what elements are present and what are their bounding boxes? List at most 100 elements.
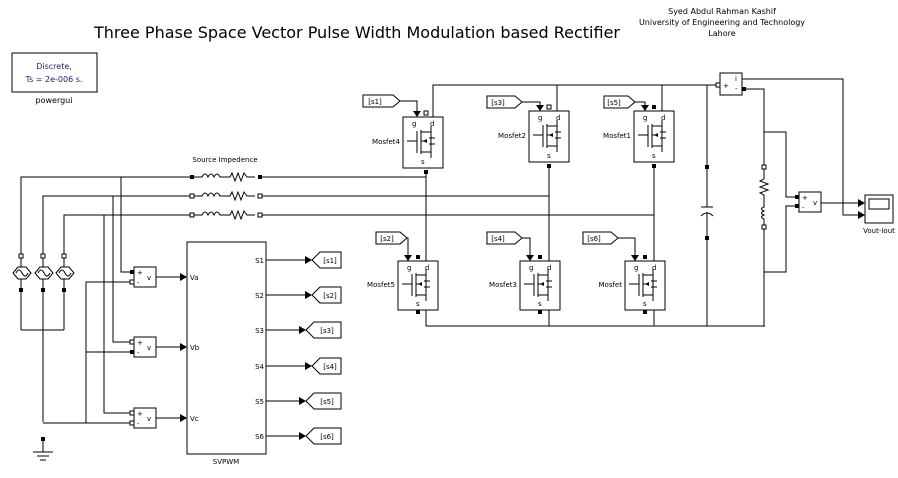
ac-source-c[interactable]	[55, 253, 75, 292]
gate-arrow	[404, 255, 412, 261]
source-impedance-b[interactable]	[189, 190, 263, 202]
svg-text:d: d	[425, 264, 429, 272]
svg-text:s: s	[416, 300, 420, 308]
source-impedance-c[interactable]	[189, 209, 263, 221]
mosfet1[interactable]: g d s	[633, 110, 675, 163]
svg-text:v: v	[813, 199, 817, 207]
svg-text:g: g	[407, 264, 411, 272]
svg-text:[s2]: [s2]	[323, 292, 337, 300]
svg-text:+: +	[723, 82, 729, 90]
dc-capacitor[interactable]	[700, 165, 714, 240]
mosfet2[interactable]: g d s	[528, 110, 570, 163]
svg-text:s: s	[421, 158, 425, 166]
dc-bus-wiring	[425, 84, 765, 327]
measurement-signals	[156, 273, 187, 422]
svg-text:s: s	[652, 152, 656, 160]
from-tag-mosfet4[interactable]: [s1]	[362, 94, 401, 108]
voltage-measurement-b[interactable]: + - v	[129, 336, 157, 358]
powergui-block[interactable]: Discrete, Ts = 2e-006 s.	[11, 52, 98, 93]
svg-text:s: s	[538, 300, 542, 308]
svg-text:+: +	[137, 410, 143, 418]
svpwm-label: SVPWM	[213, 458, 239, 466]
author-institution: University of Engineering and Technology	[639, 18, 805, 27]
svpwm-output-s1: S1	[255, 257, 264, 265]
goto-tag-s2[interactable]: [s2]	[311, 286, 342, 304]
svg-text:[s2]: [s2]	[380, 235, 394, 243]
vmeas-plus-wire	[764, 131, 795, 198]
svpwm-output-s4: S4	[255, 363, 264, 371]
svg-text:[s4]: [s4]	[491, 235, 505, 243]
svpwm-output-s2: S2	[255, 292, 264, 300]
mosfet1-label: Mosfet1	[603, 132, 631, 140]
svg-text:v: v	[147, 274, 151, 282]
from-tag-mosfet3[interactable]: [s4]	[486, 231, 523, 245]
goto-tag-s4[interactable]: [s4]	[311, 357, 342, 375]
mosfet[interactable]: g d s	[624, 260, 666, 311]
svg-text:-: -	[137, 279, 140, 287]
diagram-title: Three Phase Space Vector Pulse Width Mod…	[93, 23, 620, 42]
mosfet5[interactable]: g d s	[397, 260, 439, 311]
ac-source-b[interactable]	[34, 253, 54, 292]
svg-text:d: d	[556, 114, 560, 122]
load-feed-wire	[746, 88, 765, 165]
svpwm-input-va: Va	[190, 274, 199, 282]
svg-text:g: g	[643, 114, 647, 122]
rl-load[interactable]	[758, 164, 770, 326]
phase-wiring	[20, 176, 190, 414]
svg-text:d: d	[430, 120, 434, 128]
gate-arrow	[526, 255, 534, 261]
source-impedance-label: Source Impedence	[192, 156, 257, 164]
author-city: Lahore	[708, 29, 735, 38]
svg-text:d: d	[661, 114, 665, 122]
svg-text:g: g	[538, 114, 542, 122]
svg-text:-: -	[735, 85, 738, 93]
voltage-measurement-a[interactable]: + - v	[129, 266, 157, 288]
gate-arrow	[641, 105, 649, 111]
svg-text:-: -	[137, 420, 140, 428]
goto-tag-s5[interactable]: [s5]	[305, 392, 342, 410]
current-measurement[interactable]: + i -	[715, 72, 746, 96]
svpwm-output-s3: S3	[255, 327, 264, 335]
goto-tag-s3[interactable]: [s3]	[305, 321, 342, 339]
ac-source-a[interactable]	[12, 253, 32, 292]
scope-block[interactable]	[864, 194, 894, 224]
goto-tag-s1[interactable]: [s1]	[311, 251, 342, 269]
svg-text:[s4]: [s4]	[323, 363, 337, 371]
svg-text:g: g	[634, 264, 638, 272]
svg-text:[s3]: [s3]	[320, 327, 334, 335]
svg-text:g: g	[529, 264, 533, 272]
svg-text:v: v	[147, 344, 151, 352]
mosfet-label: Mosfet	[599, 281, 623, 289]
gate-arrow	[536, 105, 544, 111]
svpwm-output-s6: S6	[255, 433, 264, 441]
mosfet4-label: Mosfet4	[372, 138, 400, 146]
mosfet3[interactable]: g d s	[519, 260, 561, 311]
gate-arrow	[413, 111, 421, 117]
mosfet5-label: Mosfet5	[367, 281, 395, 289]
goto-tags	[266, 256, 312, 440]
svg-text:d: d	[652, 264, 656, 272]
output-voltage-measurement[interactable]: + - v	[795, 191, 822, 213]
svg-text:s: s	[547, 152, 551, 160]
vmeas-minus-wire	[764, 205, 795, 273]
from-tag-mosfet2[interactable]: [s3]	[486, 95, 523, 109]
from-tag-mosfet5[interactable]: [s2]	[375, 231, 408, 245]
from-tag-mosfet[interactable]: [s6]	[582, 231, 619, 245]
svpwm-block[interactable]: Va Vb Vc S1 S2 S3 S4 S5 S6	[186, 241, 267, 455]
gate-arrow	[631, 255, 639, 261]
svg-text:[s5]: [s5]	[607, 99, 621, 107]
from-tag-mosfet1[interactable]: [s5]	[603, 95, 636, 109]
mosfet4[interactable]: g d s	[402, 116, 444, 169]
goto-tag-s6[interactable]: [s6]	[305, 427, 342, 445]
svg-text:[s6]: [s6]	[320, 433, 334, 441]
source-impedance-a[interactable]	[190, 171, 262, 183]
svpwm-input-vc: Vc	[190, 415, 199, 423]
voltage-measurement-c[interactable]: + - v	[129, 407, 157, 429]
svg-text:[s1]: [s1]	[368, 98, 382, 106]
scope-input-arrow	[858, 199, 865, 207]
svg-text:-: -	[137, 349, 140, 357]
author-name: Syed Abdul Rahman Kashif	[668, 7, 776, 16]
mosfet2-label: Mosfet2	[498, 132, 526, 140]
ground-icon	[33, 437, 53, 461]
